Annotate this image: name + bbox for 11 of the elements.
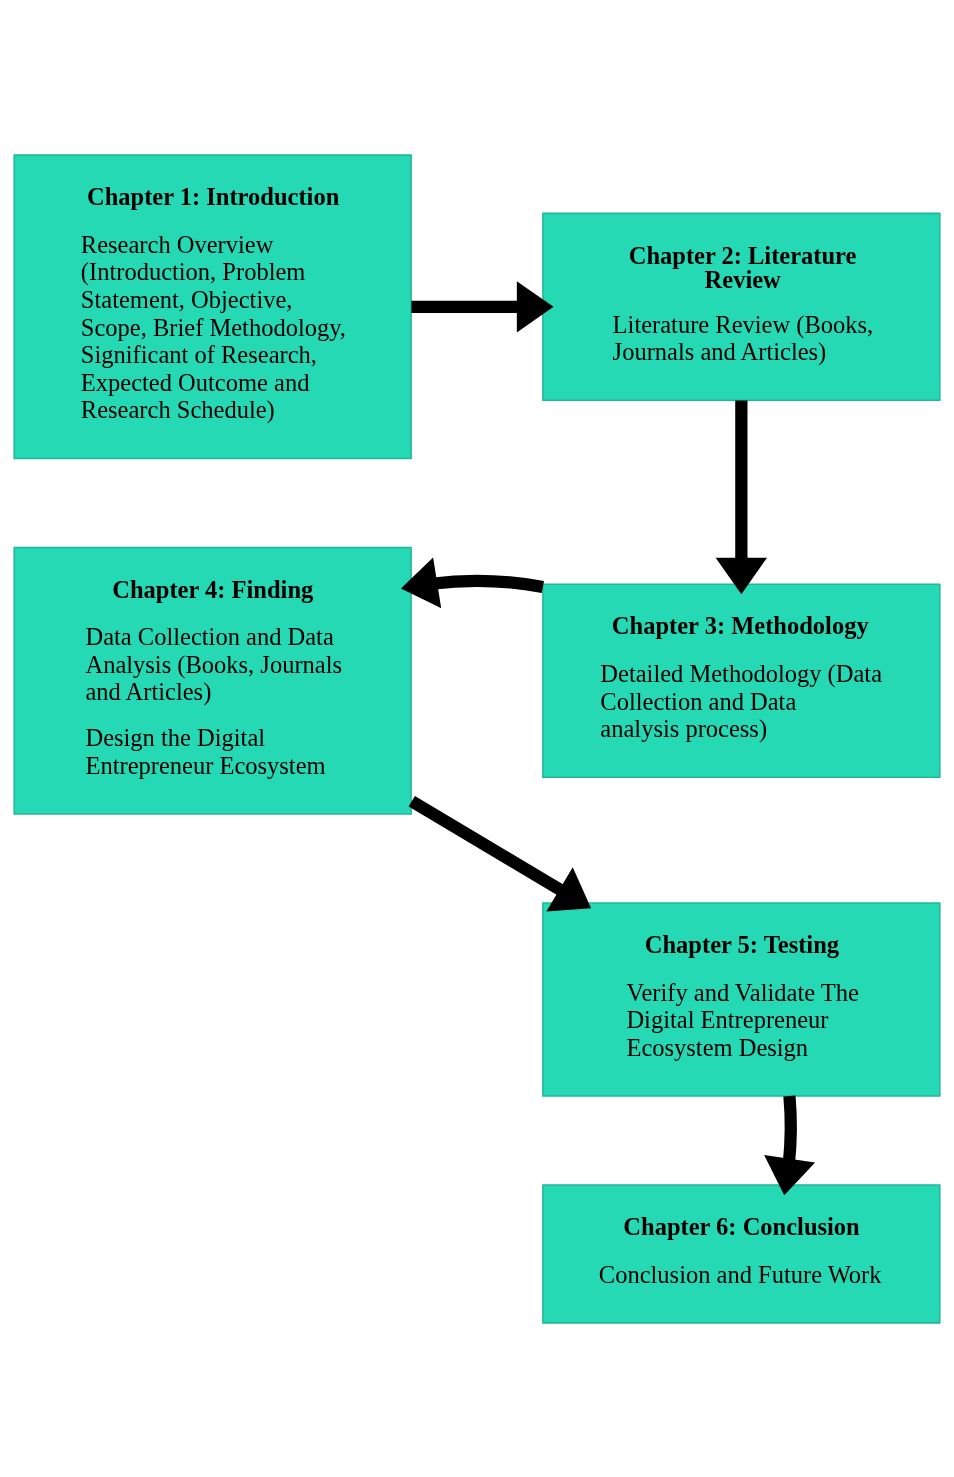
- arrow: [411, 280, 554, 333]
- arrow: [408, 795, 592, 911]
- node-box: Chapter 6: Conclusion Conclusion and Future Work: [542, 1183, 941, 1324]
- arrow: [400, 556, 544, 608]
- node-box: Chapter 3: Methodology Detailed Methodology (Data Collection and Data analysis process): [542, 582, 941, 778]
- arrow: [764, 1095, 815, 1195]
- node-box: Chapter 4: Finding Data Collection and Data Analysis (Books, Journals and Articles) Design the Digital Entrepreneur Ecosystem: [13, 546, 412, 815]
- node-box: Chapter 5: Testing Verify and Validate The Digital Entrepreneur Ecosystem Design: [542, 901, 941, 1097]
- arrow: [715, 400, 768, 594]
- node-box: Chapter 2: Literature Review Literature Review (Books, Journals and Articles): [542, 212, 941, 401]
- node-box: Chapter 1: Introduction Research Overview (Introduction, Problem Statement, Objective, Scope, Brief Methodology, Significant of Research, Expected Outcome and Research Schedule): [13, 153, 412, 459]
